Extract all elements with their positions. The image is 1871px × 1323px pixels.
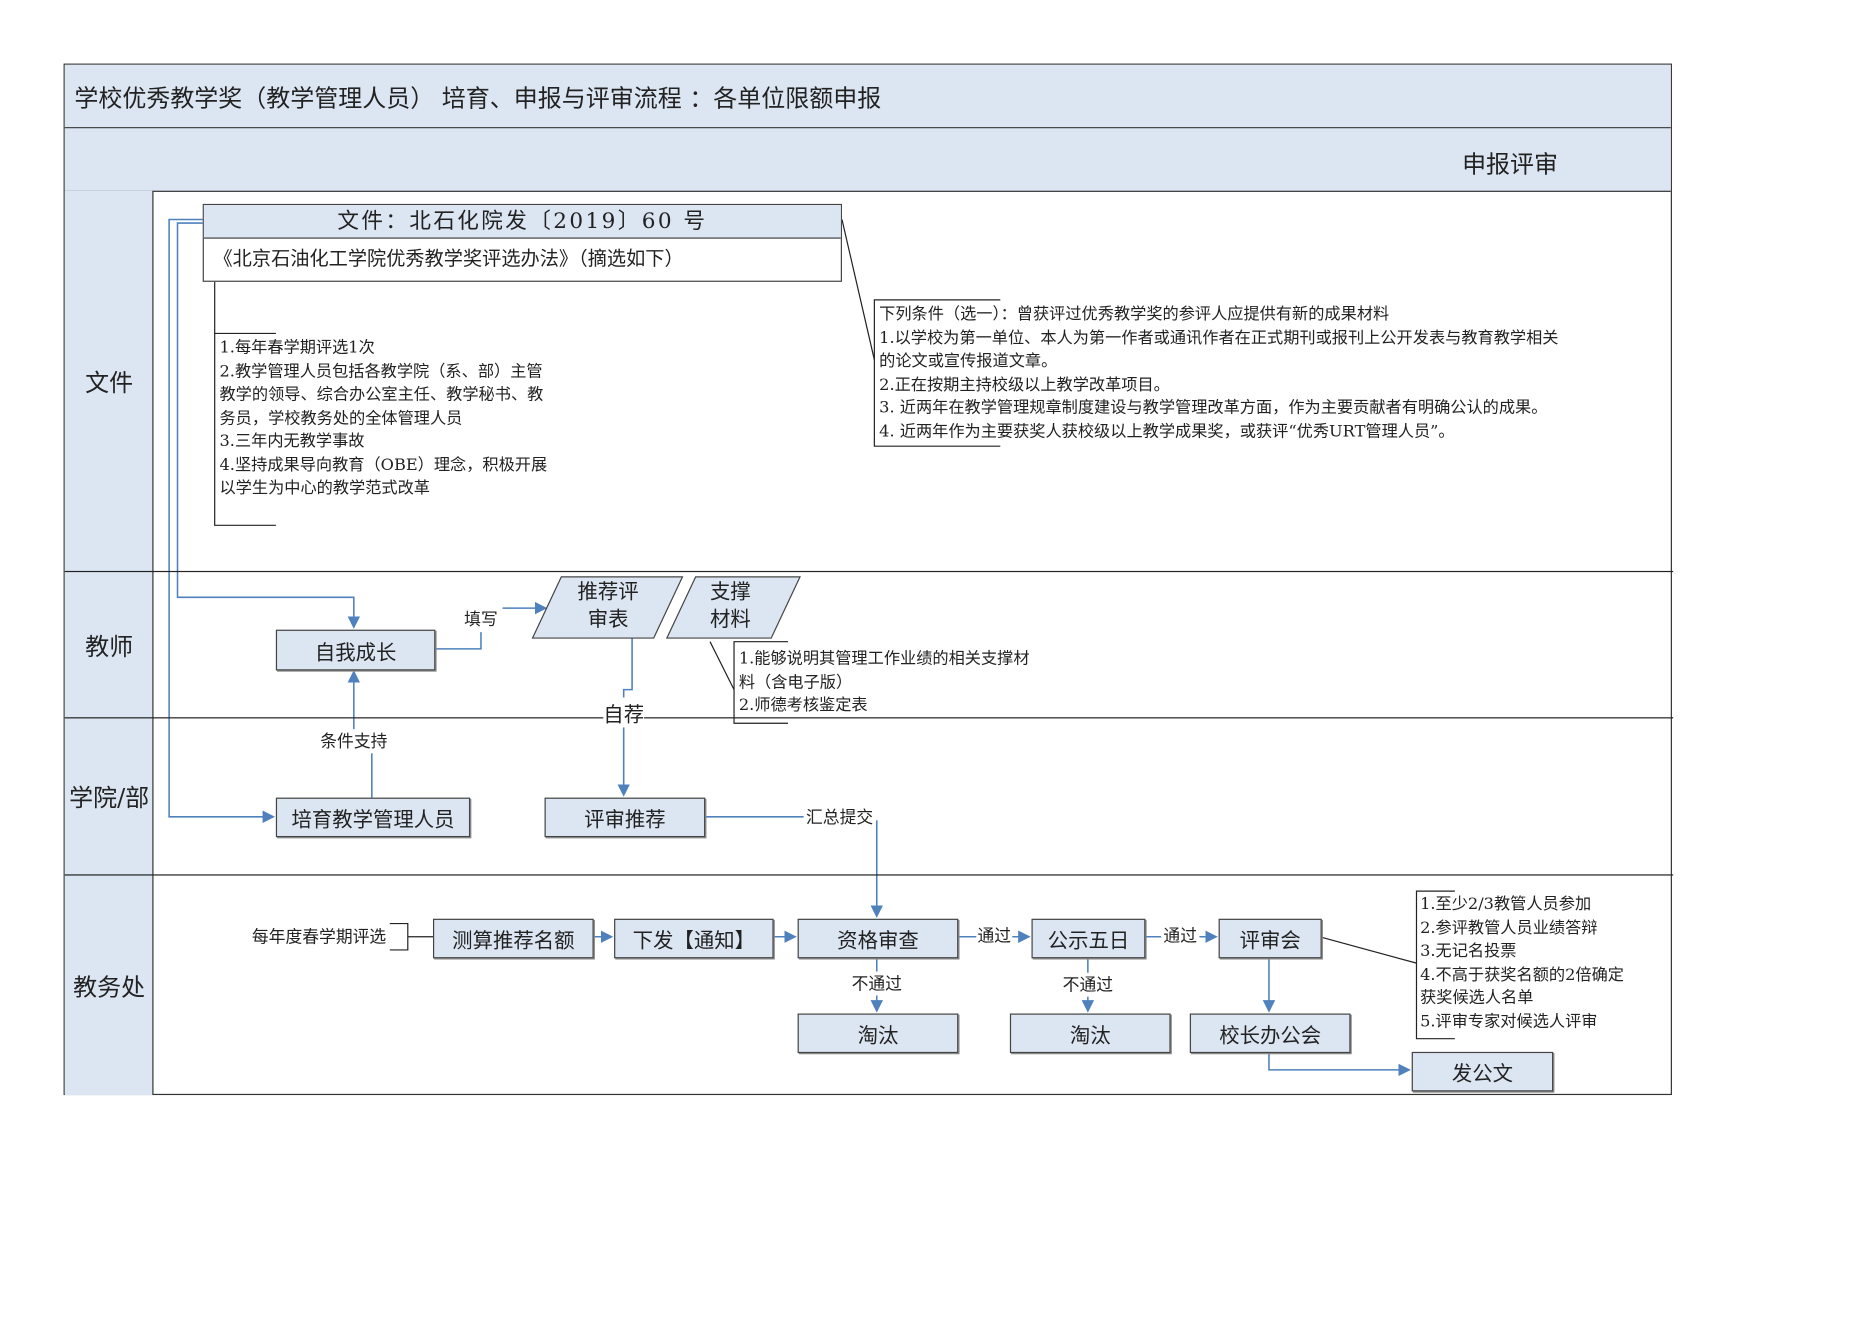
- divider: [64, 874, 1674, 876]
- condition-line: 2.教学管理人员包括各教学院（系、部）主管: [219, 361, 543, 381]
- divider: [64, 717, 1674, 719]
- document-box: 文件：北石化院发〔2019〕60 号 《北京石油化工学院优秀教学奖评选办法》（摘…: [202, 203, 842, 282]
- bracket-materials: [733, 641, 789, 724]
- note-line: 1.能够说明其管理工作业绩的相关支撑材: [738, 648, 1030, 669]
- materials-label[interactable]: 支撑 材料: [679, 579, 782, 634]
- condition-line: 3.三年内无教学事故: [219, 431, 365, 451]
- lane-document: 文件: [85, 368, 134, 398]
- flow-table: 学校优秀教学奖（教学管理人员） 培育、申报与评审流程 ：各单位限额申报 申报评审…: [63, 63, 1674, 1096]
- connector-fill: [432, 632, 482, 650]
- quota-box[interactable]: 测算推荐名额: [432, 918, 594, 959]
- condition-line: 4.坚持成果导向教育（OBE）理念，积极开展: [219, 455, 548, 475]
- meeting-notes: 1.至少2/3教管人员参加 2.参评教管人员业绩答辩 3.无记名投票 4.不高于…: [1420, 894, 1624, 1034]
- stage-label: 申报评审: [1462, 149, 1559, 179]
- note-line: 料（含电子版）: [738, 672, 853, 692]
- fail-label: 不通过: [851, 971, 902, 996]
- qualification-box[interactable]: 资格审查: [797, 918, 959, 959]
- cultivate-box[interactable]: 培育教学管理人员: [275, 797, 471, 838]
- notice-box[interactable]: 下发【通知】: [614, 918, 774, 959]
- materials-notes: 1.能够说明其管理工作业绩的相关支撑材 料（含电子版） 2.师德考核鉴定表: [739, 648, 1030, 718]
- form-label[interactable]: 推荐评 审表: [554, 579, 662, 634]
- document-header: 文件：北石化院发〔2019〕60 号: [203, 205, 841, 239]
- eliminate-box[interactable]: 淘汰: [1009, 1013, 1171, 1054]
- condition-line: 下列条件（选一）：曾获评过优秀教学奖的参评人应提供有新的成果材料: [879, 304, 1390, 324]
- condition-line: 2.正在按期主持校级以上教学改革项目。: [879, 374, 1170, 395]
- lane-label-column: [64, 190, 154, 1096]
- materials-parallelogram: [665, 576, 801, 639]
- page-title: 学校优秀教学奖（教学管理人员） 培育、申报与评审流程 ：各单位限额申报: [74, 83, 882, 113]
- pass-label: 通过: [977, 923, 1012, 948]
- note-line: 4.不高于获奖名额的2倍确定: [1420, 964, 1624, 985]
- title-row: 学校优秀教学奖（教学管理人员） 培育、申报与评审流程 ：各单位限额申报: [64, 64, 1671, 129]
- divider: [64, 570, 1674, 573]
- connector-doc-to-self-growth: [176, 222, 361, 629]
- eliminate-box[interactable]: 淘汰: [797, 1013, 959, 1054]
- review-recommend-box[interactable]: 评审推荐: [544, 797, 706, 838]
- optional-conditions: 下列条件（选一）：曾获评过优秀教学奖的参评人应提供有新的成果材料 1.以学校为第…: [879, 303, 1558, 443]
- form-label-line: 推荐评: [577, 580, 639, 605]
- materials-label-line: 材料: [710, 608, 751, 633]
- fail-label: 不通过: [1062, 972, 1114, 997]
- issue-doc-box[interactable]: 发公文: [1411, 1051, 1554, 1092]
- note-line: 2.参评教管人员业绩答辩: [1420, 918, 1598, 938]
- condition-line: 4. 近两年作为主要获奖人获校级以上教学成果奖，或获评“优秀URT管理人员”。: [879, 421, 1455, 441]
- pass-label: 通过: [1163, 923, 1198, 948]
- stage-row: 申报评审: [64, 128, 1671, 192]
- start-label: 每年度春学期评选: [251, 924, 387, 949]
- note-line: 1.至少2/3教管人员参加: [1420, 894, 1592, 914]
- review-meeting-box[interactable]: 评审会: [1218, 918, 1322, 959]
- note-line: 5.评审专家对候选人评审: [1420, 1011, 1598, 1031]
- condition-line: 3. 近两年在教学管理规章制度建设与教学管理改革方面，作为主要贡献者有明确公认的…: [879, 398, 1548, 418]
- self-growth-box[interactable]: 自我成长: [275, 629, 436, 671]
- lane-teacher: 教师: [85, 631, 134, 661]
- condition-line: 以学生为中心的教学范式改革: [219, 478, 430, 498]
- form-parallelogram: [531, 576, 684, 639]
- condition-line: 的论文或宣传报道文章。: [879, 351, 1058, 371]
- condition-line: 1.以学校为第一单位、本人为第一作者或通讯作者在正式期刊或报刊上公开发表与教育教…: [879, 328, 1559, 348]
- support-label: 条件支持: [320, 729, 388, 754]
- condition-line: 1.每年春学期评选1次: [219, 338, 375, 358]
- form-label-line: 审表: [587, 608, 629, 633]
- note-line: 3.无记名投票: [1420, 941, 1517, 961]
- publicity-box[interactable]: 公示五日: [1031, 918, 1146, 959]
- lane-college: 学院/部: [69, 783, 150, 812]
- connector-self-recommend: [622, 638, 633, 701]
- condition-line: 教学的领导、综合办公室主任、教学秘书、教: [219, 385, 544, 405]
- document-subtitle: 《北京石油化工学院优秀教学奖评选办法》（摘选如下）: [213, 247, 684, 270]
- note-line: 2.师德考核鉴定表: [738, 695, 868, 715]
- lane-academic-office: 教务处: [73, 972, 146, 1002]
- fill-label: 填写: [464, 606, 498, 631]
- submit-label: 汇总提交: [805, 804, 874, 829]
- self-recommend-label: 自荐: [603, 697, 645, 728]
- president-meeting-box[interactable]: 校长办公会: [1189, 1013, 1351, 1054]
- bracket-basic: [214, 332, 276, 526]
- condition-line: 务员，学校教务处的全体管理人员: [219, 408, 463, 428]
- note-line: 获奖候选人名单: [1420, 988, 1534, 1008]
- materials-label-line: 支撑: [710, 580, 751, 605]
- bracket-meeting: [1415, 890, 1455, 1040]
- connector-doc-to-cultivate: [168, 218, 276, 824]
- basic-conditions: 1.每年春学期评选1次 2.教学管理人员包括各教学院（系、部）主管 教学的领导、…: [219, 337, 547, 501]
- bracket-optional: [873, 299, 1001, 447]
